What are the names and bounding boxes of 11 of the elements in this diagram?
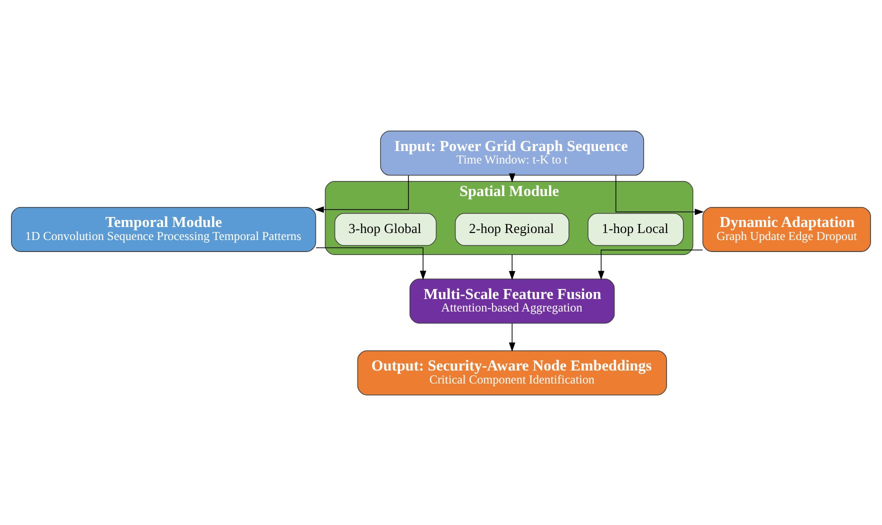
node-box: 3-hop Global	[334, 212, 437, 246]
arrow	[508, 254, 516, 280]
node-box: 1-hop Local	[588, 212, 684, 246]
node-box: Dynamic Adaptation Graph Update Edge Dropout	[702, 206, 871, 252]
arrow	[508, 322, 516, 352]
node-box: Multi-Scale Feature Fusion Attention-based Aggregation	[410, 278, 615, 324]
node-box: 2-hop Regional	[454, 212, 570, 246]
arrow	[314, 174, 409, 212]
node-box: Output: Security-Aware Node Embeddings Critical Component Identification	[357, 350, 667, 395]
node-box: Temporal Module 1D Convolution Sequence Processing Temporal Patterns	[11, 206, 316, 252]
arrow	[615, 174, 704, 215]
